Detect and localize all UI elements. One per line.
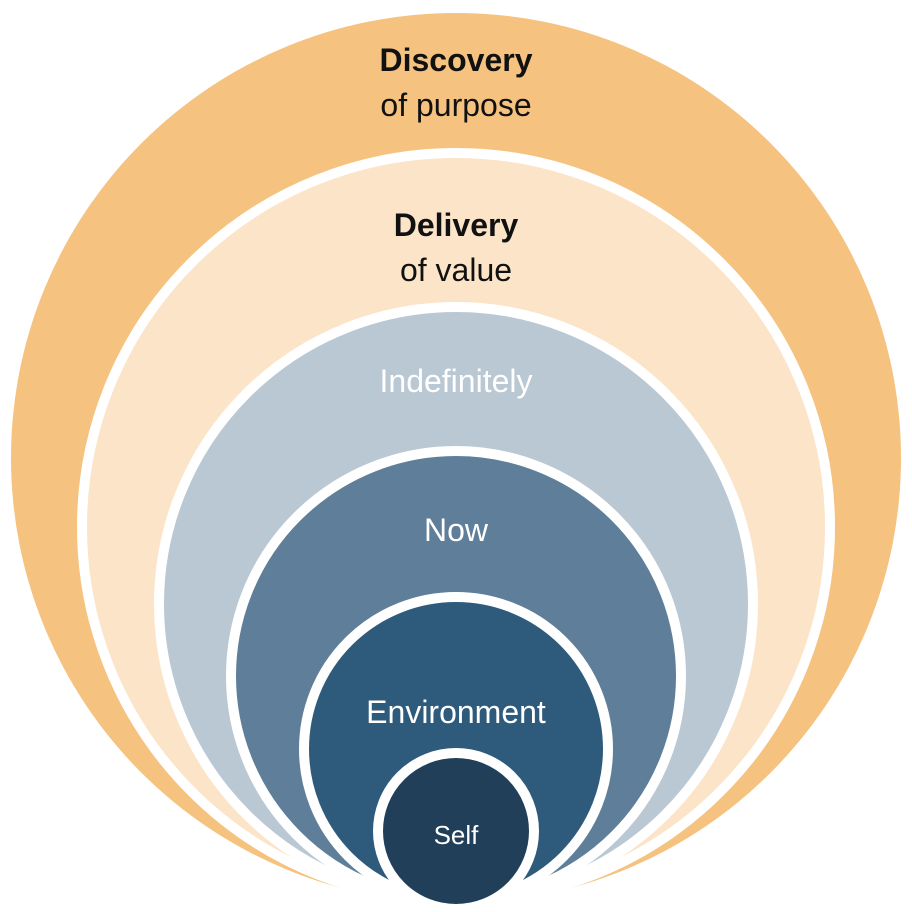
ring-self xyxy=(373,748,539,912)
now-label: Now xyxy=(423,512,488,548)
indefinitely-label: Indefinitely xyxy=(379,363,533,399)
discovery-subtitle: of purpose xyxy=(380,87,532,123)
discovery-title: Discovery xyxy=(379,42,533,78)
environment-label: Environment xyxy=(366,694,546,730)
delivery-title: Delivery xyxy=(393,207,519,243)
delivery-subtitle: of value xyxy=(399,252,513,288)
self-label: Self xyxy=(433,820,479,850)
